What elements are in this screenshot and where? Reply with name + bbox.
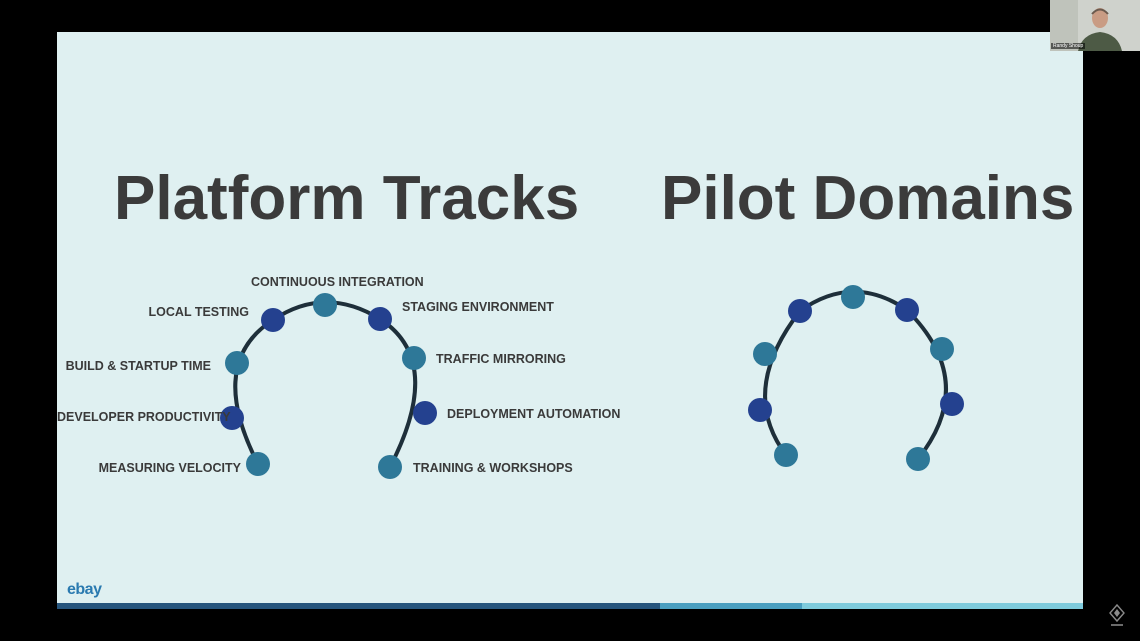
footer-bar-mid <box>660 603 802 609</box>
label-build-startup-time: BUILD & STARTUP TIME <box>65 359 211 373</box>
label-traffic-mirroring: TRAFFIC MIRRORING <box>436 352 566 366</box>
domain-dot <box>748 398 772 422</box>
title-platform-tracks: Platform Tracks <box>114 164 580 233</box>
track-diagrams <box>220 285 964 479</box>
webcam-name-label: Randy Shoup <box>1051 43 1086 49</box>
label-local-testing: LOCAL TESTING <box>148 305 249 319</box>
track-dot <box>246 452 270 476</box>
label-training-workshops: TRAINING & WORKSHOPS <box>413 461 573 475</box>
track-dot <box>261 308 285 332</box>
domain-dot <box>930 337 954 361</box>
track-dot <box>220 406 244 430</box>
domain-dot <box>895 298 919 322</box>
track-dot <box>413 401 437 425</box>
title-pilot-domains: Pilot Domains <box>661 164 1075 233</box>
domain-dot <box>788 299 812 323</box>
label-developer-productivity: DEVELOPER PRODUCTIVITY <box>57 410 231 424</box>
label-measuring-velocity: MEASURING VELOCITY <box>98 461 241 475</box>
footer-bar-dark <box>57 603 660 609</box>
domain-dot <box>940 392 964 416</box>
ebay-logo: ebay <box>67 581 102 598</box>
webcam-thumbnail: Randy Shoup <box>1050 0 1140 51</box>
footer-bar-light <box>802 603 1083 609</box>
domain-dot <box>841 285 865 309</box>
presenter-logo-icon <box>1109 603 1125 626</box>
domain-dot <box>774 443 798 467</box>
presentation-slide: Platform Tracks Pilot Domains CONTINUOUS… <box>57 32 1083 609</box>
webcam-person <box>1050 0 1140 51</box>
label-deployment-automation: DEPLOYMENT AUTOMATION <box>447 407 621 421</box>
track-dot <box>225 351 249 375</box>
domain-dot <box>753 342 777 366</box>
track-dot <box>368 307 392 331</box>
label-staging-environment: STAGING ENVIRONMENT <box>402 300 554 314</box>
domain-dot <box>906 447 930 471</box>
track-dot <box>402 346 426 370</box>
label-continuous-integration: CONTINUOUS INTEGRATION <box>251 275 424 289</box>
track-dot <box>313 293 337 317</box>
track-dot <box>378 455 402 479</box>
